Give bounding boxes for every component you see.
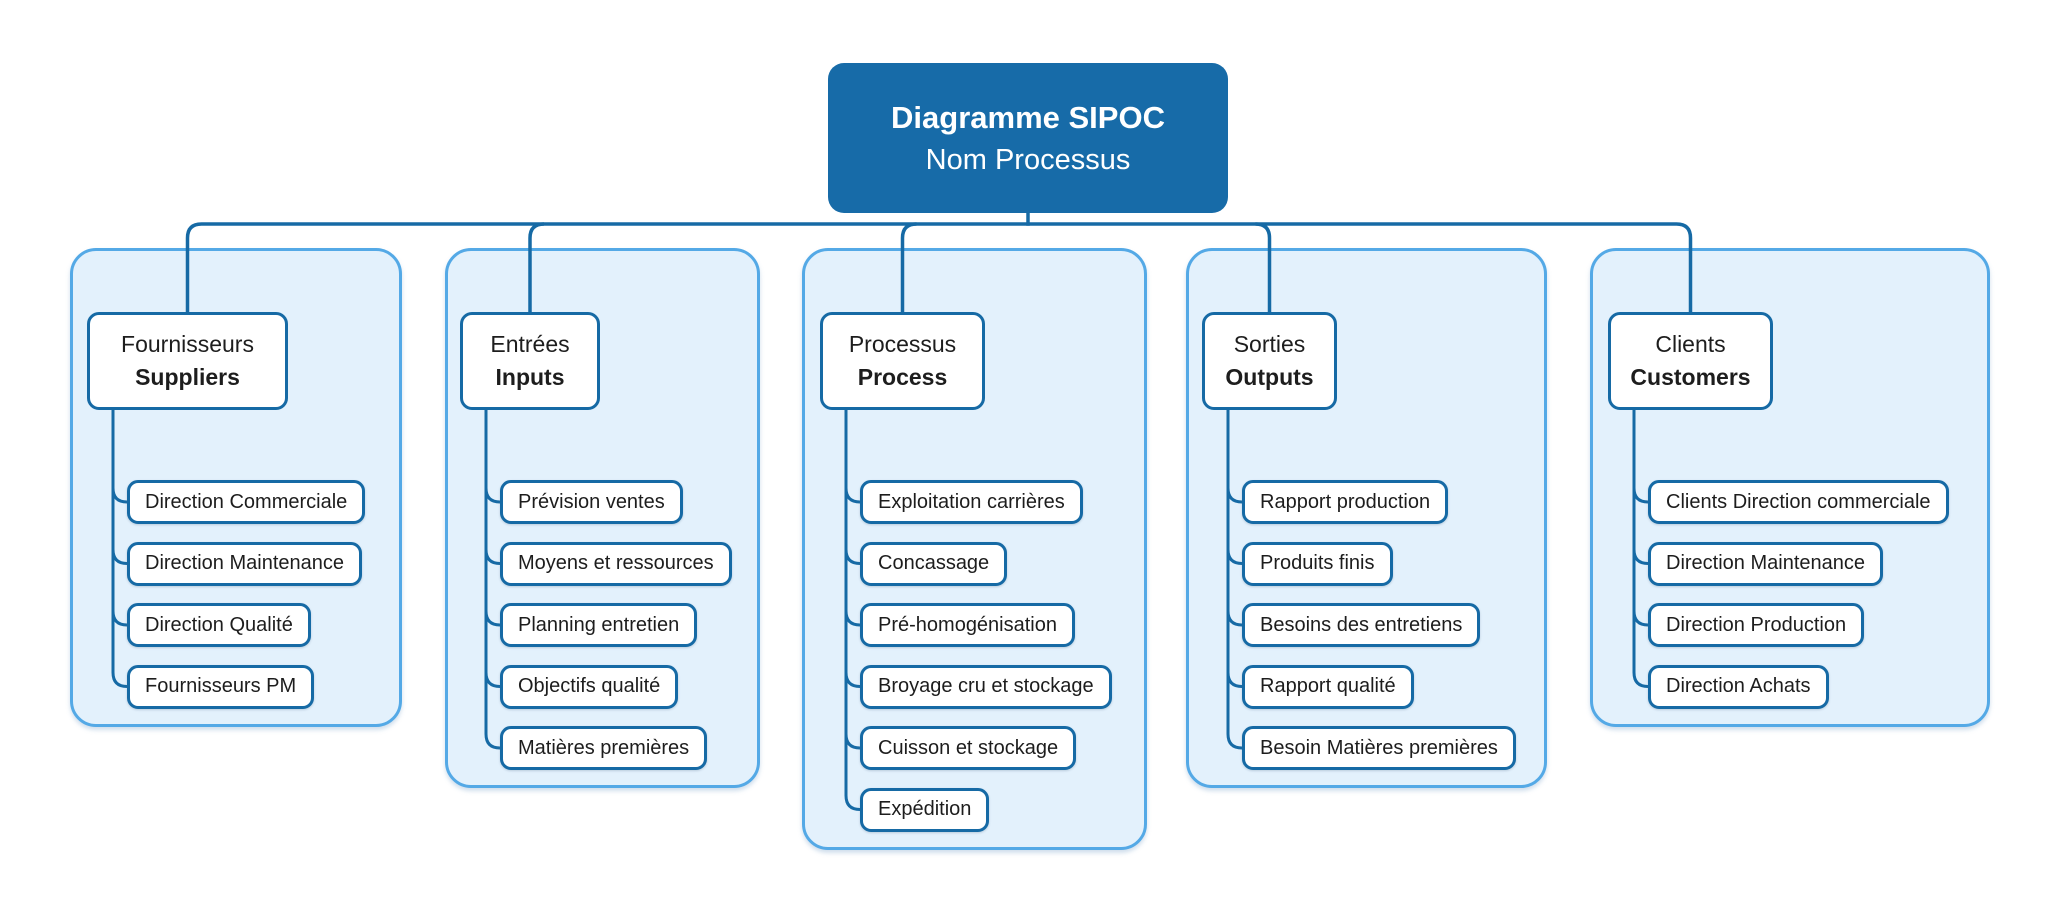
column-label-fr: Entrées (490, 331, 570, 357)
list-item: Besoins des entretiens (1242, 603, 1481, 647)
list-item: Cuisson et stockage (860, 726, 1077, 770)
column-label-en: Outputs (1225, 364, 1314, 390)
list-item: Rapport qualité (1242, 664, 1414, 709)
list-item: Produits finis (1242, 541, 1393, 586)
column-label-fr: Processus (848, 331, 957, 357)
column-label-en: Process (857, 364, 948, 390)
list-item: Planning entretien (500, 603, 698, 647)
list-item: Direction Commerciale (127, 480, 366, 524)
column-label-fr: Fournisseurs (121, 331, 254, 357)
list-item: Direction Maintenance (127, 541, 362, 586)
list-item: Matières premières (500, 726, 708, 770)
list-item: Expédition (860, 787, 990, 832)
diagram-title-node: Diagramme SIPOC Nom Processus (828, 63, 1228, 213)
list-item: Direction Achats (1648, 664, 1829, 709)
list-item: Pré-homogénisation (860, 603, 1075, 647)
list-item: Objectifs qualité (500, 664, 679, 709)
diagram-title: Diagramme SIPOC (891, 100, 1165, 135)
list-item: Besoin Matières premières (1242, 726, 1516, 770)
column-label-en: Suppliers (135, 364, 240, 390)
list-item: Direction Maintenance (1648, 541, 1883, 586)
list-item: Rapport production (1242, 480, 1449, 524)
list-item: Concassage (860, 541, 1008, 586)
list-item: Exploitation carrières (860, 480, 1083, 524)
column-label-en: Inputs (495, 364, 565, 390)
column-label-fr: Sorties (1233, 331, 1306, 357)
list-item: Fournisseurs PM (127, 664, 315, 709)
column-label-en: Customers (1630, 364, 1751, 390)
list-item: Clients Direction commerciale (1648, 480, 1949, 524)
list-item: Prévision ventes (500, 480, 683, 524)
list-item: Moyens et ressources (500, 541, 732, 586)
diagram-subtitle: Nom Processus (925, 144, 1131, 176)
column-label-fr: Clients (1655, 331, 1726, 357)
list-item: Broyage cru et stockage (860, 664, 1112, 709)
list-item: Direction Production (1648, 603, 1865, 647)
list-item: Direction Qualité (127, 603, 311, 647)
